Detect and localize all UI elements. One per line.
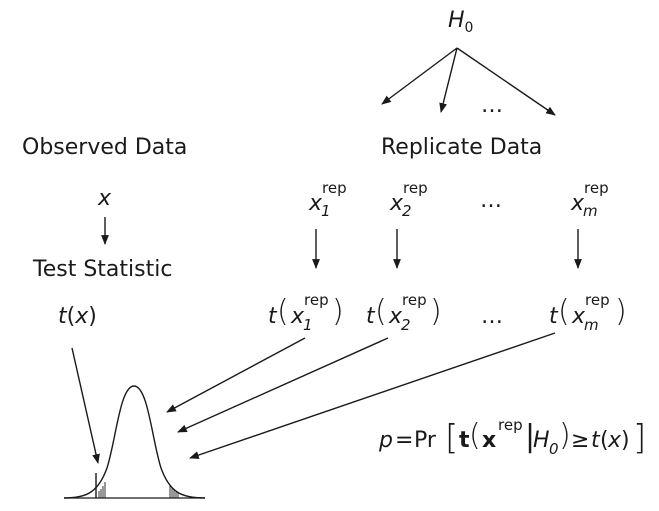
replicate-heading: Replicate Data (381, 135, 543, 160)
observed-x: x (98, 186, 112, 211)
arrow-h0-to-repm (456, 47, 556, 116)
arrow-h0-to-rep2 (439, 47, 458, 113)
rep-t-m: t ( x rep m ) (549, 291, 627, 334)
rep-x-2: x rep 2 (390, 179, 428, 220)
rep-x-1: x rep 1 (309, 179, 347, 220)
density-curve (63, 385, 206, 499)
ellipsis-top: … (481, 93, 503, 118)
arrow-t1-to-dist (166, 337, 306, 413)
h0-arrows (381, 47, 556, 116)
rep-t-2: t ( x rep 2 ) (366, 291, 442, 334)
p-value-formula: p = Pr [ t ( x rep | H 0 ) ≥ t ( x ) ] (379, 416, 647, 458)
distribution (63, 385, 206, 499)
down-arrows (101, 217, 582, 269)
hypothesis-label: H0 (448, 8, 474, 36)
rep-t-1: t ( x rep 1 ) (268, 291, 344, 334)
rep-x-m: x rep m (571, 179, 609, 220)
arrow-h0-to-rep1 (381, 47, 458, 105)
ellipsis-rep: … (480, 188, 502, 213)
test-statistic-heading: Test Statistic (33, 257, 173, 282)
arrow-t2-to-dist (177, 337, 389, 433)
left-tail-hatch (98, 482, 106, 498)
observed-t: t(x) (58, 304, 97, 329)
arrow-tm-to-dist (189, 332, 556, 459)
observed-heading: Observed Data (22, 135, 188, 160)
ellipsis-t: … (481, 304, 503, 329)
arrow-tx-to-dist (71, 347, 100, 464)
dist-arrows (71, 332, 556, 464)
right-tail-hatch (169, 486, 179, 498)
